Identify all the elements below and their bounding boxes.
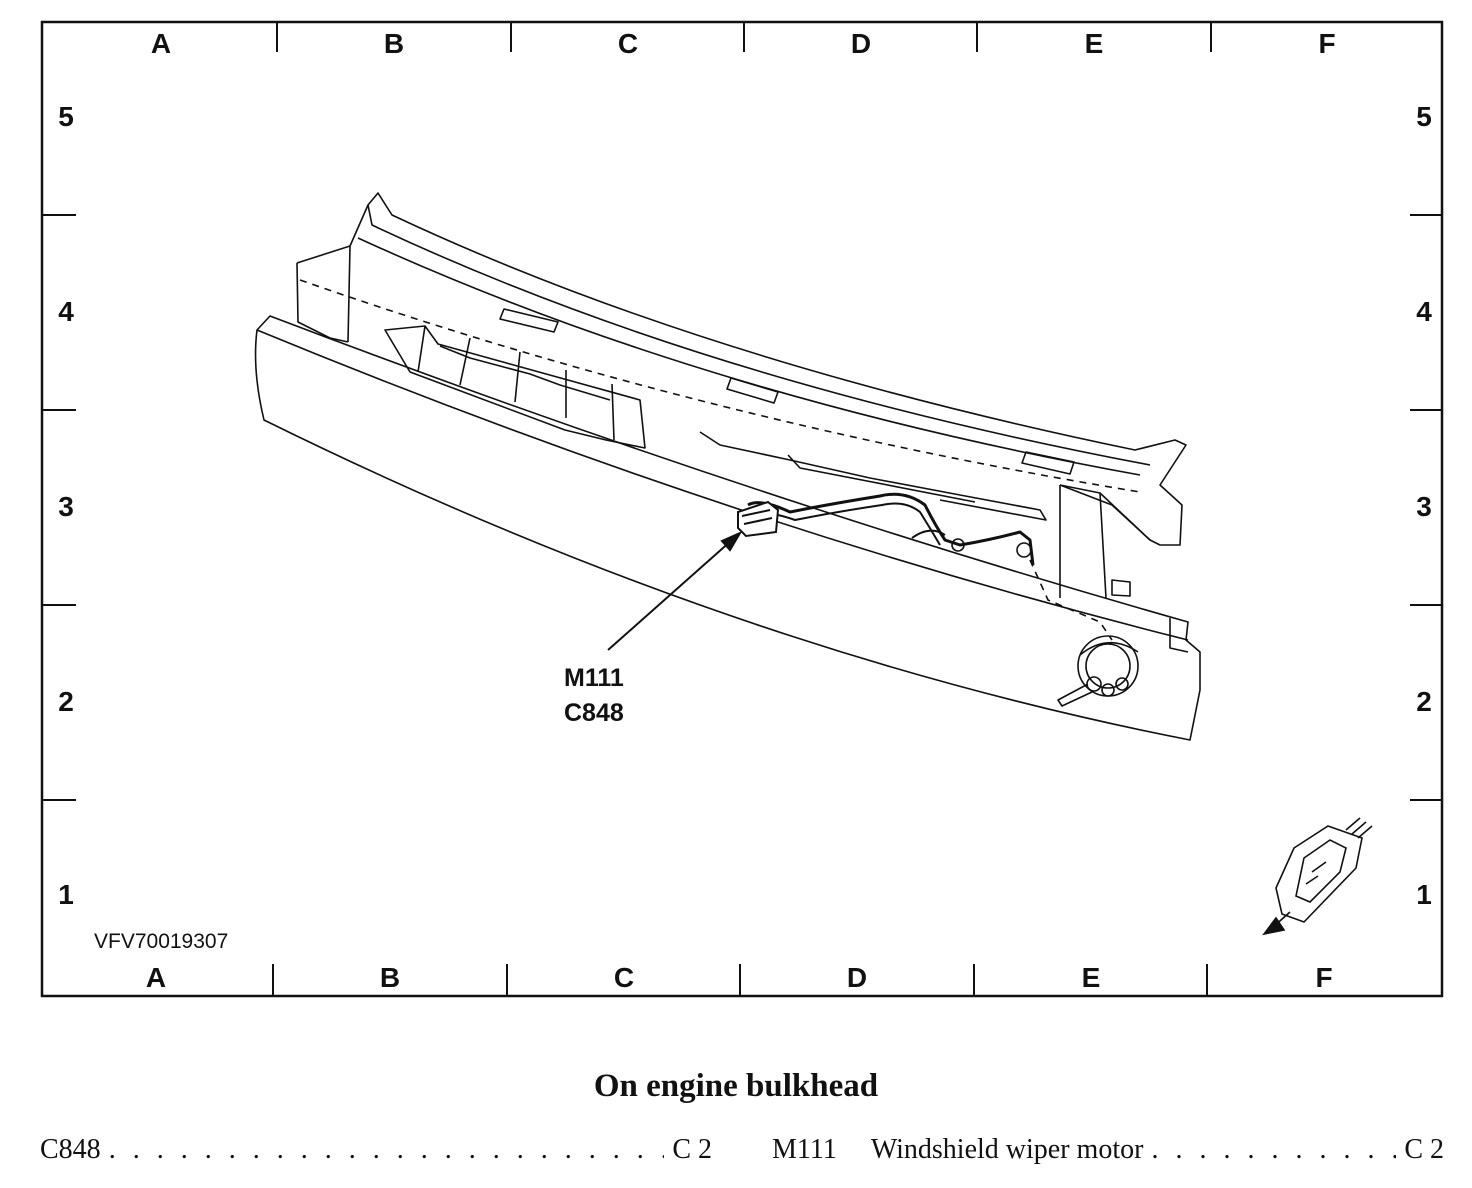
legend-code: M111: [772, 1134, 837, 1165]
col-label-top-c: C: [618, 28, 638, 59]
legend-code: C848: [40, 1134, 101, 1165]
leader-dots: [1151, 1134, 1396, 1166]
row-label-right-3: 3: [1416, 491, 1432, 522]
row-label-left-5: 5: [58, 101, 74, 132]
col-label-bottom-a: A: [146, 962, 166, 993]
col-label-bottom-c: C: [614, 962, 634, 993]
diagram-frame: [40, 20, 1444, 998]
left-row-ticks: [42, 214, 76, 801]
col-label-top-a: A: [151, 28, 171, 59]
col-label-bottom-d: D: [847, 962, 867, 993]
col-label-top-b: B: [384, 28, 404, 59]
row-label-right-4: 4: [1416, 296, 1432, 327]
row-label-left-2: 2: [58, 686, 74, 717]
image-code: VFV70019307: [94, 930, 228, 953]
col-label-top-f: F: [1318, 28, 1335, 59]
legend-location: C 2: [1404, 1134, 1444, 1165]
legend-entry-c848: C848 C 2: [40, 1134, 712, 1170]
row-label-left-4: 4: [58, 296, 74, 327]
connector-c848-shape: [737, 500, 780, 538]
callout-arrow: [607, 530, 743, 651]
row-label-left-1: 1: [58, 879, 74, 910]
col-label-bottom-f: F: [1315, 962, 1332, 993]
col-label-bottom-e: E: [1082, 962, 1101, 993]
location-diagram: A B C D E F A B C D E F 5 4 3 2 1 5 4 3 …: [40, 20, 1444, 998]
bottom-column-ticks: [272, 964, 1208, 996]
leader-dots: [109, 1134, 665, 1166]
callout-label-m111: M111: [564, 664, 624, 692]
legend-location: C 2: [672, 1134, 712, 1165]
top-column-ticks: [276, 22, 1212, 52]
row-label-left-3: 3: [58, 491, 74, 522]
row-label-right-5: 5: [1416, 101, 1432, 132]
row-label-right-1: 1: [1416, 879, 1432, 910]
row-label-right-2: 2: [1416, 686, 1432, 717]
legend-description: Windshield wiper motor: [870, 1134, 1144, 1165]
vehicle-orientation-icon: [1262, 817, 1373, 936]
bulkhead-illustration: [254, 192, 1201, 741]
right-row-ticks: [1410, 214, 1442, 801]
col-label-top-e: E: [1085, 28, 1104, 59]
legend-entry-m111: M111 Windshield wiper motor C 2: [772, 1134, 1444, 1170]
col-label-bottom-b: B: [380, 962, 400, 993]
callout-label-c848: C848: [564, 699, 624, 727]
col-label-top-d: D: [851, 28, 871, 59]
legend-heading: On engine bulkhead: [593, 1068, 879, 1104]
